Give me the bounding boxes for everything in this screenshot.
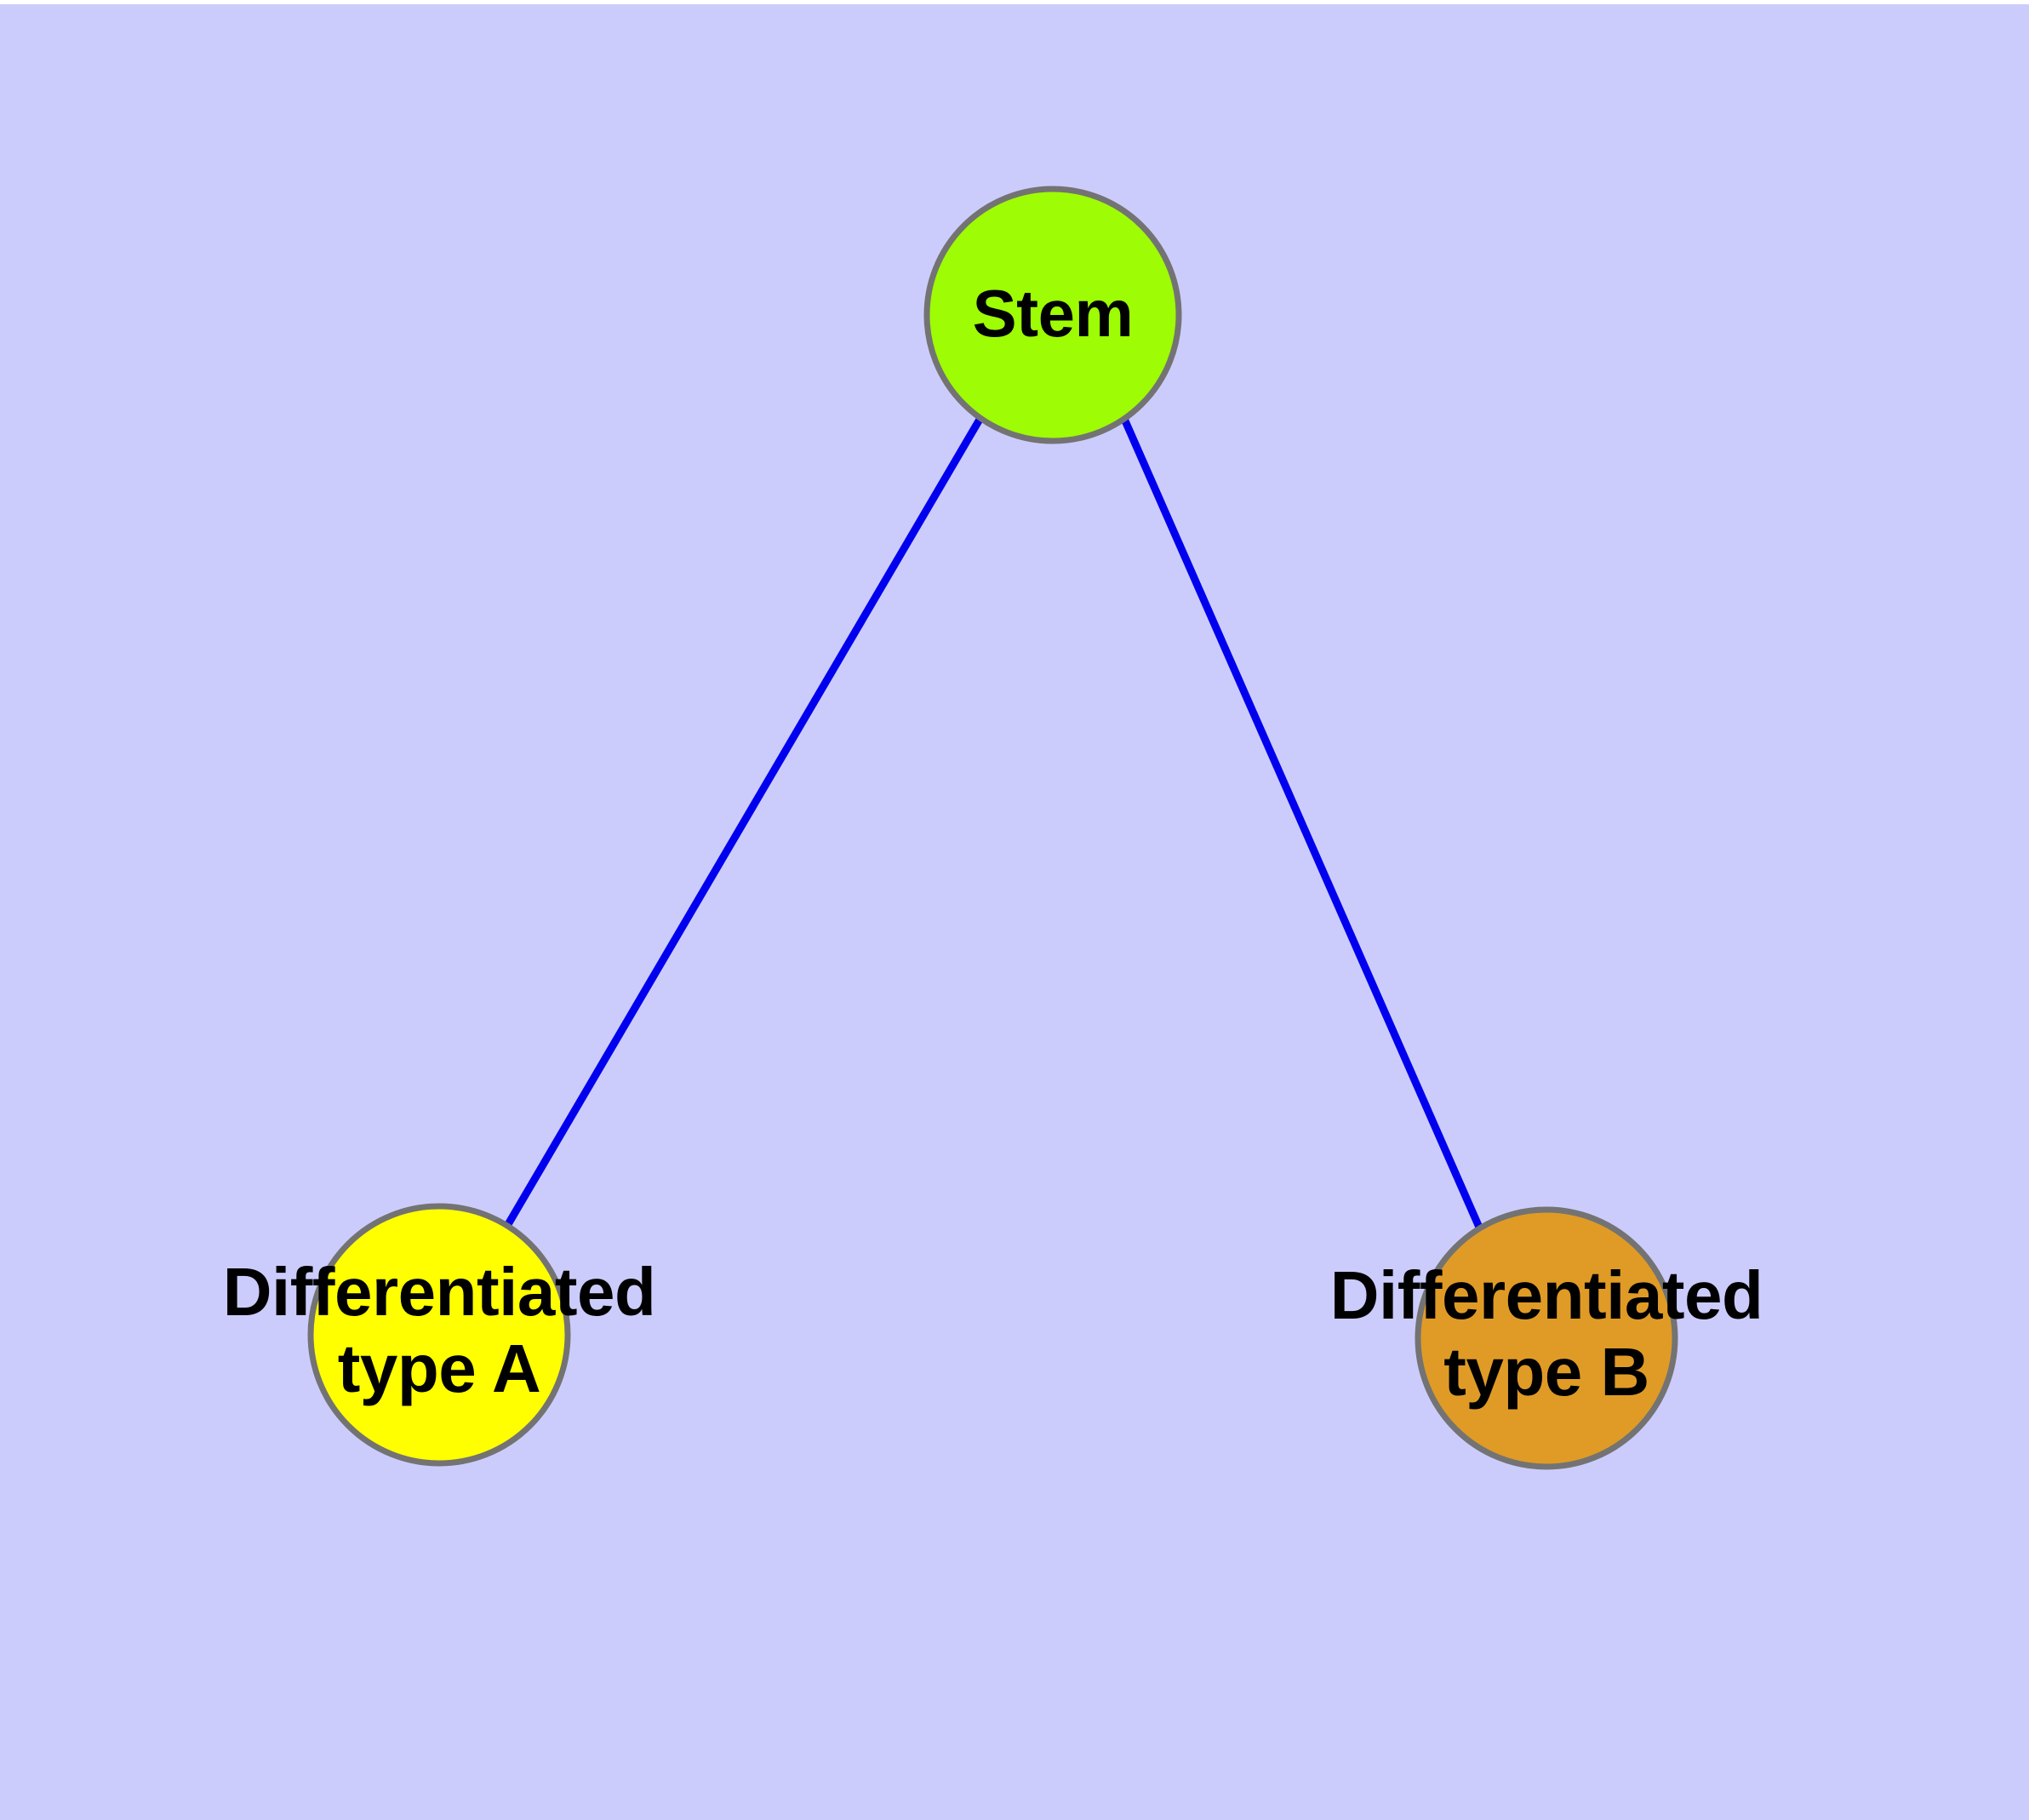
edge-stem-to-diff-a (504, 415, 984, 1228)
edge-layer (504, 415, 1484, 1231)
node-stem[interactable] (923, 186, 1182, 444)
node-diff-a[interactable] (307, 1203, 571, 1467)
node-layer (307, 186, 1678, 1470)
node-diff-b[interactable] (1415, 1206, 1678, 1470)
edge-stem-to-diff-b (1120, 417, 1484, 1231)
